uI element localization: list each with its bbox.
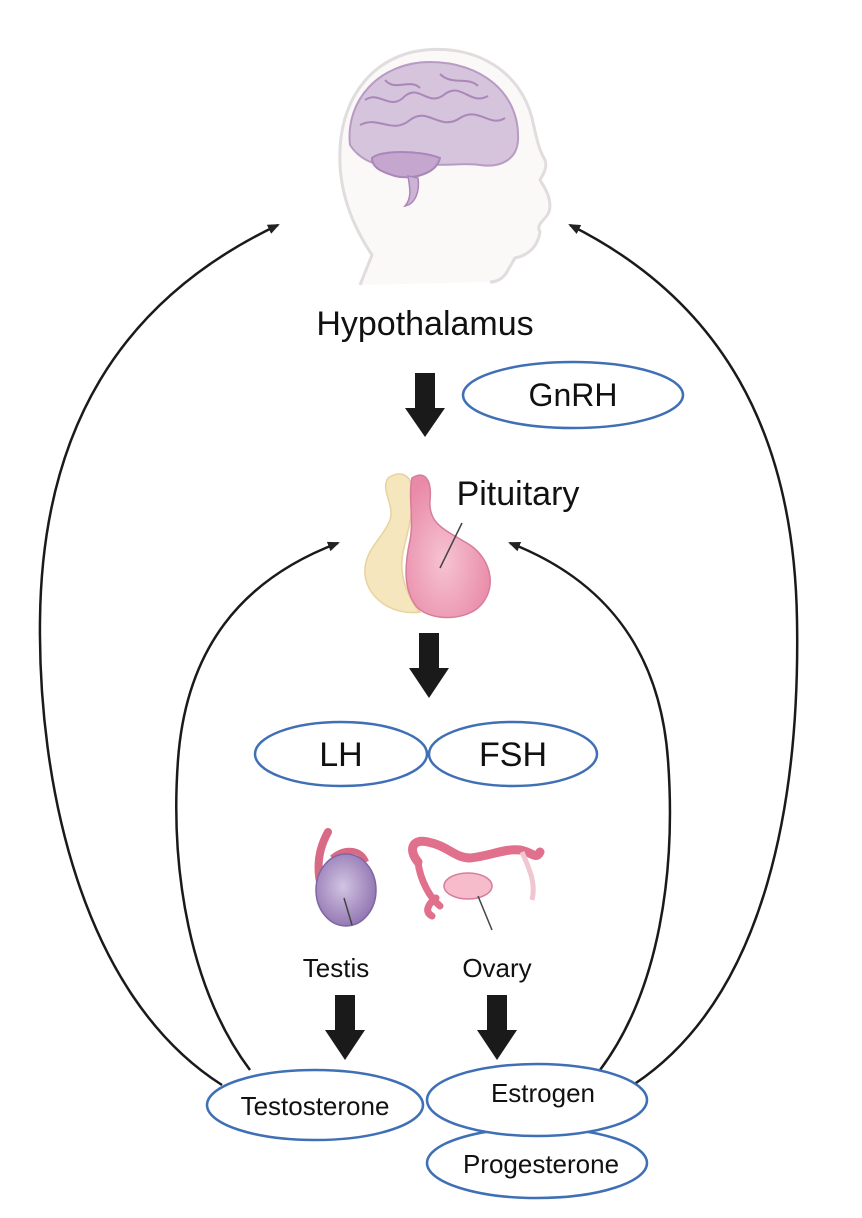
testis-pointer-line	[343, 897, 353, 926]
hypothalamus-label: Hypothalamus	[316, 305, 533, 343]
feedback-arrow-testosterone-pituitary	[175, 541, 340, 1071]
lh-label: LH	[319, 736, 362, 774]
head-brain-icon	[338, 47, 552, 286]
pituitary-pointer-line	[439, 522, 463, 569]
ovary-icon	[408, 836, 545, 931]
feedback-arrow-estrogen-hypothalamus	[568, 223, 799, 1087]
testis-label: Testis	[303, 953, 369, 983]
thick-arrow-hypothalamus-pituitary	[405, 373, 445, 437]
progesterone-label: Progesterone	[463, 1149, 619, 1179]
gnrh-label: GnRH	[529, 377, 618, 413]
ovary-pointer-line	[477, 895, 493, 931]
estrogen-ellipse: Estrogen	[425, 1062, 649, 1138]
gnrh-ellipse: GnRH	[461, 360, 685, 430]
testis-icon	[314, 828, 377, 927]
thick-arrow-testis-testosterone	[325, 995, 365, 1060]
thick-arrow-ovary-estrogen	[477, 995, 517, 1060]
thick-arrow-pituitary-gonadotropins	[409, 633, 449, 698]
feedback-arrow-estrogen-pituitary	[508, 541, 672, 1071]
lh-ellipse: LH	[253, 720, 429, 788]
fsh-ellipse: FSH	[427, 720, 599, 788]
pituitary-label: Pituitary	[457, 475, 580, 513]
testosterone-label: Testosterone	[241, 1091, 390, 1121]
pituitary-gland-icon	[364, 473, 491, 619]
estrogen-label: Estrogen	[491, 1078, 595, 1108]
progesterone-ellipse: Progesterone	[425, 1126, 649, 1200]
ovary-label: Ovary	[462, 953, 531, 983]
fsh-label: FSH	[479, 736, 547, 774]
feedback-arrow-testosterone-hypothalamus	[38, 223, 280, 1087]
testosterone-ellipse: Testosterone	[205, 1068, 425, 1142]
